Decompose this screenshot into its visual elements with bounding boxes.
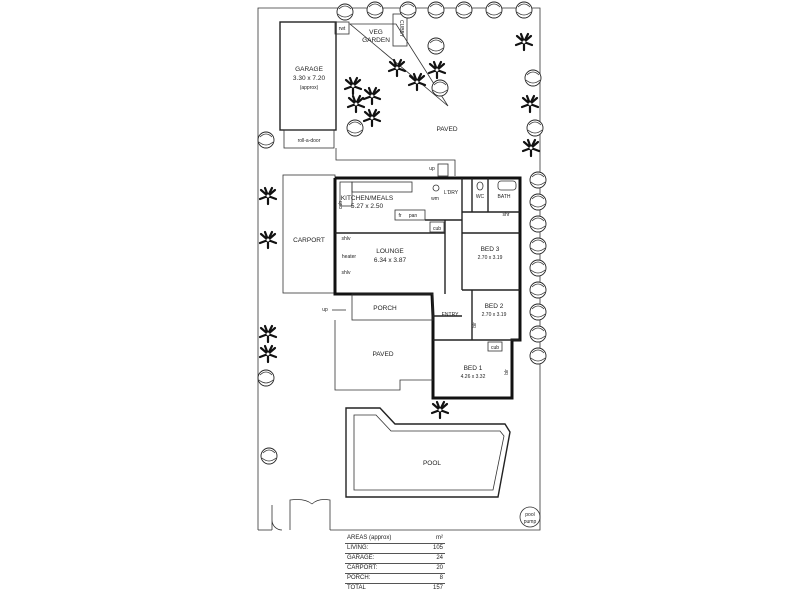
pool-pump-label-1: pool bbox=[525, 512, 534, 518]
lounge-size: 6.34 x 3.87 bbox=[374, 257, 407, 264]
areas-total-row: TOTAL 157 bbox=[345, 584, 445, 593]
paved-rear-label: PAVED bbox=[436, 126, 457, 133]
up-side-label: up bbox=[322, 307, 328, 313]
bed1-size: 4.26 x 3.32 bbox=[461, 374, 486, 380]
pool: POOL bbox=[345, 407, 511, 498]
garage-note: (approx) bbox=[300, 85, 319, 91]
entry-label: ENTRY bbox=[442, 312, 460, 318]
palms bbox=[258, 32, 541, 420]
carport-label: CARPORT bbox=[293, 237, 325, 244]
table-row: CARPORT: 20 bbox=[345, 564, 445, 574]
areas-header-label: AREAS (approx) bbox=[347, 535, 392, 541]
pool-pump: pool pump bbox=[519, 506, 541, 528]
wc-label: WC bbox=[476, 194, 485, 200]
bed2-label: BED 2 bbox=[485, 303, 504, 310]
areas-total-value: 157 bbox=[432, 585, 443, 591]
bed2-blr-label: blr bbox=[472, 322, 478, 328]
porch: PORCH bbox=[351, 293, 434, 321]
front-gate bbox=[271, 499, 331, 531]
toilet bbox=[476, 181, 484, 191]
areas-table: AREAS (approx) m² LIVING: 105 GARAGE: 24… bbox=[345, 534, 445, 598]
bed3-label: BED 3 bbox=[481, 246, 500, 253]
porch-label: PORCH bbox=[373, 305, 397, 312]
garage-label: GARAGE bbox=[295, 66, 323, 73]
fr-label: fr bbox=[398, 213, 401, 219]
lounge-cub-label: cub bbox=[433, 226, 441, 232]
garden-label: GARDEN bbox=[362, 37, 390, 44]
laundry-trough bbox=[432, 184, 440, 192]
shr-label: shr bbox=[503, 212, 510, 218]
veg-label: VEG bbox=[369, 29, 383, 36]
areas-unit: m² bbox=[436, 535, 443, 541]
shlv-label-2: shlv bbox=[342, 270, 351, 276]
bed1-cupboard bbox=[487, 341, 503, 352]
rear-paving-edge bbox=[335, 148, 456, 176]
kitchen-label: KITCHEN/MEALS bbox=[341, 195, 394, 202]
kitchen-size: 5.27 x 2.50 bbox=[351, 203, 384, 210]
kitchen-benches bbox=[339, 181, 426, 221]
areas-header: AREAS (approx) m² bbox=[345, 534, 445, 544]
table-row: LIVING: 105 bbox=[345, 544, 445, 554]
bed1-label: BED 1 bbox=[464, 365, 483, 372]
bed3-size: 2.70 x 3.19 bbox=[478, 255, 503, 261]
bed2-size: 2.70 x 3.19 bbox=[482, 312, 507, 318]
rainwater-tank bbox=[334, 21, 350, 35]
lounge-cupboard bbox=[429, 221, 445, 233]
shlv-label: shlv bbox=[342, 236, 351, 242]
table-row: GARAGE: 24 bbox=[345, 554, 445, 564]
laundry-label: L'DRY bbox=[444, 190, 459, 196]
internal-walls bbox=[335, 178, 520, 341]
cubby-label: CUBBY bbox=[398, 20, 404, 38]
table-row: PORCH: 8 bbox=[345, 574, 445, 584]
paved-front-label: PAVED bbox=[372, 351, 393, 358]
garage-size: 3.30 x 7.20 bbox=[293, 75, 326, 82]
cubby: CUBBY bbox=[392, 13, 408, 47]
garage: roll-a-door GARAGE 3.30 x 7.20 (approx) bbox=[279, 21, 337, 149]
site-boundary bbox=[257, 7, 541, 531]
carport: CARPORT bbox=[282, 174, 336, 294]
bed1-blr-label: blr bbox=[504, 369, 510, 375]
bath-label: BATH bbox=[498, 194, 511, 200]
bed1-cub-label: cub bbox=[491, 345, 499, 351]
kitchen-cub-label: cub bbox=[338, 201, 344, 209]
roll-a-door-label: roll-a-door bbox=[298, 138, 321, 144]
areas-total-label: TOTAL bbox=[347, 585, 366, 591]
front-paving-edge bbox=[334, 320, 433, 391]
house-walls bbox=[333, 176, 522, 400]
up-rear-label: up bbox=[429, 166, 435, 172]
pool-pump-label-2: pump bbox=[524, 519, 537, 525]
rear-step bbox=[437, 163, 449, 177]
rwt-label: rwt bbox=[339, 26, 346, 32]
pool-label: POOL bbox=[423, 460, 441, 467]
bathtub bbox=[497, 180, 517, 191]
heater-label: heater bbox=[342, 254, 357, 260]
pan-label: pan bbox=[409, 213, 418, 219]
wm-label: wm bbox=[431, 196, 439, 202]
lounge-label: LOUNGE bbox=[376, 248, 404, 255]
